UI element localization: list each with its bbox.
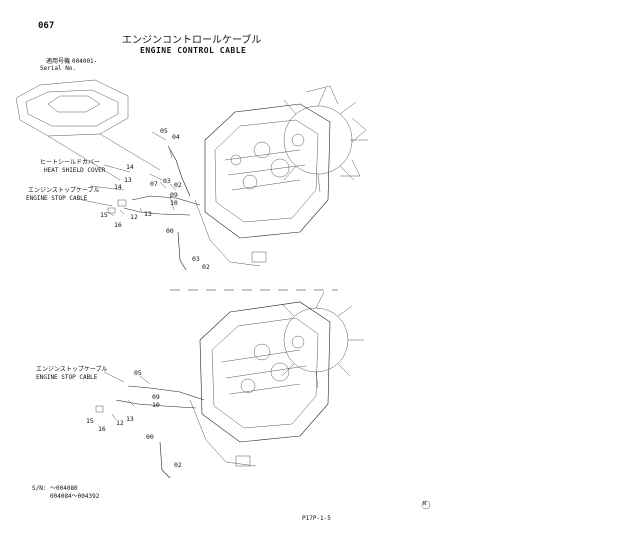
part-number: 13: [126, 415, 134, 423]
serial-value: 004001-: [72, 58, 98, 65]
stop-cable-label-jp-lower: エンジンストップケーブル: [36, 366, 108, 373]
revision-mark-letter: N: [423, 501, 427, 507]
footer-serial-range-1: ～004080: [50, 485, 78, 492]
part-number: 03: [163, 177, 171, 185]
part-number: 02: [174, 461, 182, 469]
part-number: 03: [192, 255, 200, 263]
part-number: 16: [114, 221, 122, 229]
serial-label-jp: 適用号機: [46, 58, 71, 65]
frame-outline-upper: [15, 79, 161, 181]
part-number: 05: [134, 369, 142, 377]
stop-cable-label-en: ENGINE STOP CABLE: [26, 195, 88, 202]
footer-serial-range-2: 004084～004392: [50, 493, 100, 500]
heat-shield-label-en: HEAT SHIELD COVER: [44, 167, 106, 174]
cable-runs-lower: [95, 385, 251, 479]
cable-runs-upper: [107, 145, 267, 271]
part-number: 07: [150, 180, 158, 188]
part-number: 13: [124, 176, 132, 184]
page-title-jp: エンジンコントロールケーブル: [122, 35, 262, 46]
part-number: 02: [174, 181, 182, 189]
part-number: 13: [144, 210, 152, 218]
part-number: 15: [86, 417, 94, 425]
page-code: P17P-1-5: [302, 515, 331, 522]
engine-block-lower: [189, 301, 331, 467]
radiator-fan-upper: [283, 85, 368, 193]
part-number: 05: [160, 127, 168, 135]
part-number: 09: [170, 191, 178, 199]
part-number: 16: [98, 425, 106, 433]
stop-cable-label-jp: エンジンストップケーブル: [28, 187, 100, 194]
page-title-en: ENGINE CONTROL CABLE: [140, 46, 247, 55]
footer-serial-prefix: S/N:: [32, 485, 47, 492]
part-number: 04: [172, 133, 180, 141]
serial-label-en: Serial No.: [40, 65, 77, 72]
radiator-fan-lower: [281, 291, 364, 389]
leader-lines-lower: [103, 371, 151, 421]
part-number: 09: [152, 393, 160, 401]
page-number: 067: [38, 21, 55, 31]
leader-lines-upper: [81, 131, 177, 217]
part-number: 10: [152, 401, 160, 409]
part-number: 00: [146, 433, 154, 441]
part-number: 14: [126, 163, 134, 171]
heat-shield-label-jp: ヒートシールドカバー: [40, 159, 101, 166]
part-number: 10: [170, 199, 178, 207]
part-number: 02: [202, 263, 210, 271]
engine-block-upper: [194, 103, 331, 267]
stop-cable-label-en-lower: ENGINE STOP CABLE: [36, 374, 98, 381]
part-number: 00: [166, 227, 174, 235]
revision-mark-circle: [421, 500, 431, 510]
part-number: 15: [100, 211, 108, 219]
part-number: 12: [116, 419, 124, 427]
part-number: 14: [114, 183, 122, 191]
part-number: 12: [130, 213, 138, 221]
